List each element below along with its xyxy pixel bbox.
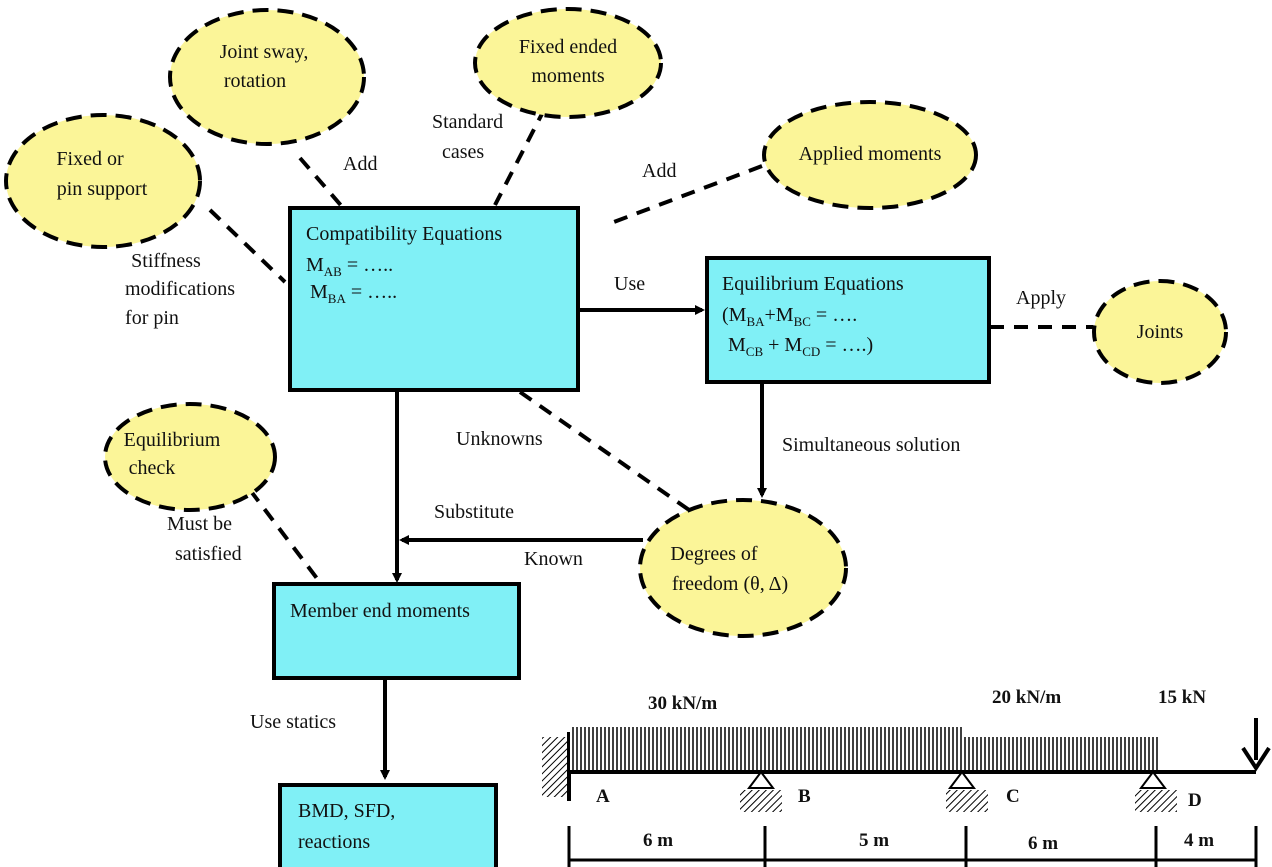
ellipse-fixed-ended: [473, 7, 663, 119]
equilibrium-eq-line2: MCB + MCD = ….): [728, 334, 873, 359]
support-b-hatch: [740, 790, 782, 812]
support-label-d: D: [1188, 790, 1202, 811]
ellipse-equilibrium-check: [103, 402, 277, 512]
ellipse-fixed-ended-line1: Fixed ended: [519, 36, 617, 58]
label-standard-cases-1: Standard: [432, 111, 503, 133]
ellipse-equilibrium-check-line2: check: [129, 457, 176, 479]
ellipse-fixed-pin-line2: pin support: [57, 178, 148, 200]
ellipse-fixed-pin-line1: Fixed or: [56, 148, 124, 170]
label-stiffness-2: modifications: [125, 278, 235, 300]
box-bmd-sfd: [278, 783, 498, 867]
connector-unknowns: [518, 390, 694, 514]
label-must-be-1: Must be: [167, 513, 232, 535]
compatibility-title: Compatibility Equations: [306, 223, 502, 245]
ellipse-joint-sway-line2: rotation: [224, 70, 286, 92]
ellipse-joints-label: Joints: [1137, 321, 1184, 343]
box-compatibility: [288, 206, 580, 392]
udl-20: [962, 737, 1160, 771]
box-member-end-moments: [272, 582, 521, 680]
ellipse-applied-moments-label: Applied moments: [799, 143, 942, 165]
span-label-2: 5 m: [859, 830, 889, 851]
ellipse-joint-sway-line1: Joint sway,: [220, 41, 309, 63]
ellipse-applied-moments: [762, 100, 978, 210]
pin-support-d: [1139, 770, 1167, 789]
connector-joint-sway: [298, 156, 347, 212]
support-label-b: B: [798, 786, 811, 807]
member-end-moments-label: Member end moments: [290, 600, 470, 622]
udl-30: [570, 727, 962, 771]
label-use: Use: [614, 273, 645, 295]
support-label-a: A: [596, 786, 610, 807]
connector-applied-moments: [605, 164, 763, 227]
load-label-20: 20 kN/m: [992, 687, 1061, 708]
support-label-c: C: [1006, 786, 1020, 807]
compatibility-eq-mab: MAB = …..: [306, 254, 393, 279]
label-substitute: Substitute: [434, 501, 514, 523]
label-add-1: Add: [343, 153, 377, 175]
ellipse-dof: [638, 498, 848, 638]
connector-fixed-ended: [493, 107, 547, 206]
ellipse-dof-line2: freedom (θ, Δ): [672, 573, 788, 595]
label-standard-cases-2: cases: [442, 141, 484, 163]
ellipse-fixed-pin: [4, 113, 202, 249]
label-must-be-2: satisfied: [175, 543, 242, 565]
pin-support-c: [948, 770, 976, 789]
support-d-hatch: [1135, 790, 1177, 812]
label-apply: Apply: [1016, 287, 1066, 309]
span-label-1: 6 m: [643, 830, 673, 851]
ellipse-equilibrium-check-line1: Equilibrium: [124, 429, 221, 451]
label-add-2: Add: [642, 160, 676, 182]
beam-diagram: 30 kN/m 20 kN/m 15 kN A B C D 6 m 5 m 6 …: [542, 687, 1271, 867]
pin-support-b: [747, 770, 775, 789]
compatibility-eq-mba: MBA = …..: [310, 281, 397, 306]
box-equilibrium: [705, 256, 991, 384]
ellipse-fixed-ended-line2: moments: [531, 65, 605, 87]
ellipse-joint-sway: [168, 8, 366, 146]
label-unknowns: Unknowns: [456, 428, 543, 450]
support-c-hatch: [946, 790, 988, 812]
point-load-head: [1241, 746, 1271, 772]
label-simultaneous: Simultaneous solution: [782, 434, 960, 456]
load-label-15: 15 kN: [1158, 687, 1206, 708]
ellipse-joints: [1092, 279, 1228, 385]
connector-fixed-pin: [208, 208, 287, 284]
bmd-line2: reactions: [298, 831, 370, 853]
span-label-4: 4 m: [1184, 830, 1214, 851]
connector-equilibrium-check: [248, 488, 324, 587]
label-stiffness-1: Stiffness: [131, 250, 201, 272]
label-use-statics: Use statics: [250, 711, 336, 733]
fixed-support-hatch: [542, 737, 569, 797]
label-stiffness-3: for pin: [125, 307, 179, 329]
load-label-30: 30 kN/m: [648, 693, 717, 714]
bmd-line1: BMD, SFD,: [298, 800, 395, 822]
equilibrium-title: Equilibrium Equations: [722, 273, 904, 295]
equilibrium-eq-line1: (MBA+MBC = ….: [722, 304, 857, 329]
ellipse-dof-line1: Degrees of: [670, 543, 758, 565]
label-known: Known: [524, 548, 583, 570]
span-label-3: 6 m: [1028, 833, 1058, 854]
